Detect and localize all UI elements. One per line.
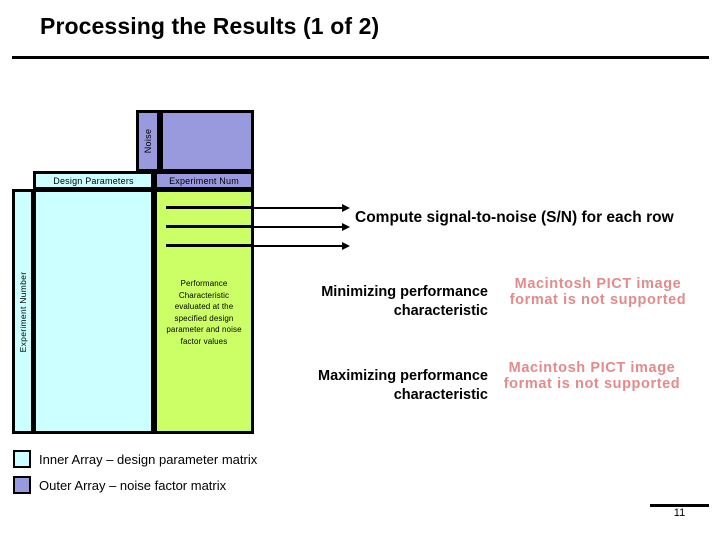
legend-swatch-inner-array [13,450,31,468]
outer-array-noise-matrix-cell [160,110,254,172]
maximizing-performance-statement: Maximizing performance characteristic [317,368,488,403]
legend-item-inner-array: Inner Array – design parameter matrix [13,450,257,468]
legend-label-outer-array: Outer Array – noise factor matrix [39,477,227,493]
footer-divider [650,504,709,507]
experiment-number-label: Experiment Number [18,271,28,352]
pict-unsupported-placeholder-maximizing: Macintosh PICT image format is not suppo… [503,360,681,392]
performance-characteristic-text: Performance Characteristic evaluated at … [166,279,242,346]
row-divider-3 [166,244,254,247]
design-parameters-header-label: Design Parameters [53,175,134,186]
row-divider-1 [166,206,254,209]
sn-arrow-head-3 [342,242,350,250]
sn-arrow-line-1 [254,207,342,209]
compute-signal-to-noise-label: Compute signal-to-noise (S/N) for each r… [355,209,674,226]
page-title: Processing the Results (1 of 2) [40,13,380,39]
sn-arrow-head-2 [342,223,350,231]
experiment-num-header-cell: Experiment Num [154,171,254,190]
row-divider-2 [166,225,254,228]
noise-label: Noise [143,128,153,154]
title-divider [12,56,709,59]
noise-label-cell: Noise [136,110,160,172]
sn-arrow-line-2 [254,226,342,228]
experiment-num-header-label: Experiment Num [169,175,239,186]
legend-swatch-outer-array [13,476,31,494]
pict-unsupported-placeholder-minimizing: Macintosh PICT image format is not suppo… [509,276,687,308]
experiment-number-axis-cell: Experiment Number [12,189,34,434]
legend-item-outer-array: Outer Array – noise factor matrix [13,476,226,494]
inner-array-design-parameter-matrix-cell [33,189,154,434]
performance-characteristic-cell: Performance Characteristic evaluated at … [154,189,254,434]
page-number: 11 [673,507,686,519]
design-parameters-header-cell: Design Parameters [33,171,154,190]
sn-arrow-head-1 [342,204,350,212]
minimizing-performance-statement: Minimizing performance characteristic [321,284,488,319]
legend-label-inner-array: Inner Array – design parameter matrix [39,451,258,467]
sn-arrow-line-3 [254,245,342,247]
